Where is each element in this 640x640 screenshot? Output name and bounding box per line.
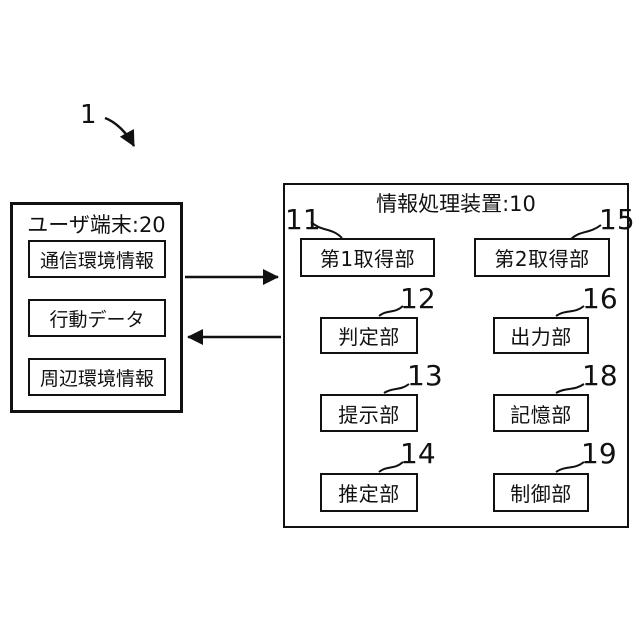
- ref-number-15: 15: [599, 203, 635, 236]
- ref-number-16: 16: [582, 282, 618, 315]
- ref-number-12: 12: [400, 282, 436, 315]
- ref-number-13: 13: [407, 359, 443, 392]
- unit-label-estimation: 推定部: [338, 482, 400, 506]
- figure-pointer-arrow: [104, 116, 136, 147]
- unit-box-first-acquisition: 第1取得部: [300, 238, 435, 277]
- info-box-surrounding-env-label: 周辺環境情報: [39, 367, 154, 390]
- info-box-surrounding-env: 周辺環境情報: [28, 358, 166, 396]
- unit-box-estimation: 推定部: [320, 473, 418, 512]
- ref-number-14: 14: [400, 437, 436, 470]
- leader-13: [383, 383, 410, 394]
- user-terminal-title: ユーザ端末:20: [27, 213, 166, 237]
- leader-14: [378, 461, 404, 473]
- ref-number-19: 19: [581, 437, 617, 470]
- leader-12: [378, 305, 404, 317]
- unit-box-control: 制御部: [493, 473, 589, 512]
- unit-label-determination: 判定部: [338, 325, 400, 349]
- figure-number-label: 1: [80, 100, 97, 130]
- leader-11: [310, 221, 343, 239]
- unit-box-storage: 記憶部: [493, 394, 589, 432]
- info-box-communication-env-label: 通信環境情報: [39, 249, 154, 272]
- unit-box-presentation: 提示部: [320, 394, 418, 432]
- info-box-behavior-data-label: 行動データ: [49, 308, 145, 331]
- unit-label-storage: 記憶部: [510, 402, 572, 427]
- leader-16: [555, 305, 585, 317]
- info-box-communication-env: 通信環境情報: [28, 240, 166, 278]
- unit-label-second-acquisition: 第2取得部: [494, 247, 590, 271]
- user-terminal-box: ユーザ端末:20: [10, 202, 183, 413]
- unit-box-determination: 判定部: [320, 317, 418, 354]
- info-box-behavior-data: 行動データ: [28, 299, 166, 337]
- unit-label-control: 制御部: [510, 482, 572, 506]
- unit-box-second-acquisition: 第2取得部: [474, 238, 610, 277]
- leader-19: [555, 461, 585, 473]
- unit-label-first-acquisition: 第1取得部: [319, 247, 416, 271]
- ref-number-18: 18: [582, 359, 618, 392]
- unit-box-output: 出力部: [493, 317, 589, 354]
- unit-label-output: 出力部: [510, 325, 572, 349]
- leader-18: [555, 383, 585, 394]
- ref-number-11: 11: [285, 203, 321, 236]
- unit-label-presentation: 提示部: [338, 402, 400, 427]
- leader-15: [570, 224, 602, 240]
- processor-title: 情報処理装置:10: [376, 192, 536, 216]
- processor-box: 情報処理装置:10: [283, 183, 629, 528]
